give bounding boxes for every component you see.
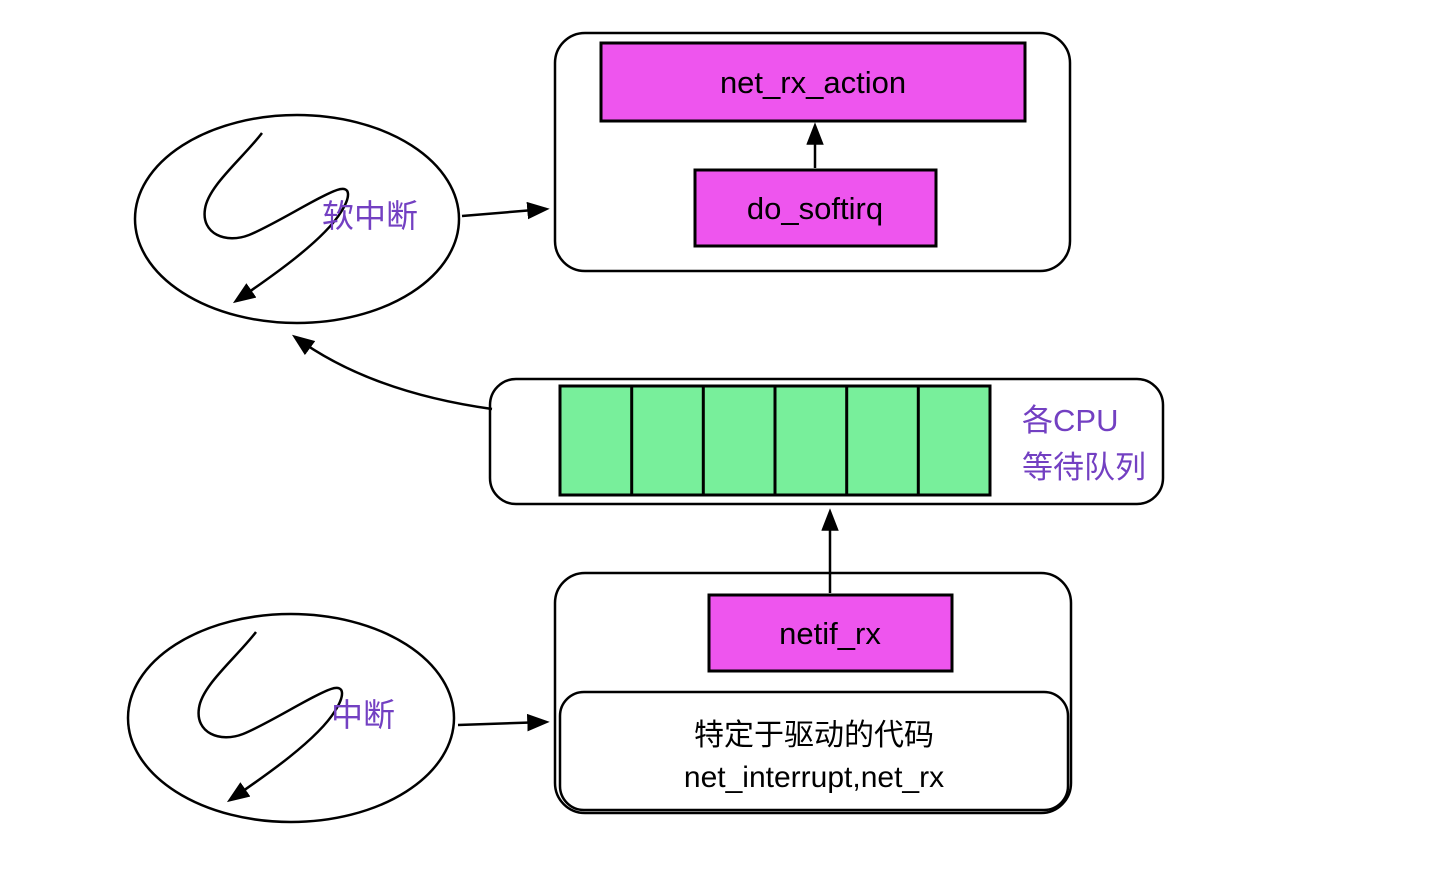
arrow-queue-to-softirq	[291, 334, 493, 411]
softirq-ellipse	[133, 113, 461, 325]
interrupt-ellipse	[126, 612, 456, 824]
arrow-interrupt-to-container	[457, 713, 550, 732]
interrupt-ellipse-label: 中断	[331, 697, 395, 733]
driver-code-line1: 特定于驱动的代码	[694, 719, 934, 752]
do-softirq-label: do_softirq	[747, 191, 883, 226]
driver-code-box	[558, 690, 1070, 812]
cpu-queue-label-line1: 各CPU	[1022, 403, 1118, 438]
netif-rx-label: netif_rx	[779, 616, 881, 651]
softirq-ellipse-label: 软中断	[322, 198, 418, 234]
arrow-softirq-to-container	[461, 201, 550, 220]
driver-code-line2: net_interrupt,net_rx	[684, 761, 944, 794]
cpu-queue-section: 各CPU 等待队列	[291, 334, 1165, 506]
net-rx-action-label: net_rx_action	[720, 65, 906, 100]
interrupt-section: 中断 netif_rx 特定于驱动的代码 net_interrupt,net_r…	[126, 508, 1073, 824]
cpu-queue-label-line2: 等待队列	[1022, 450, 1146, 485]
netif-rx-box	[707, 593, 954, 673]
do-softirq-box	[693, 168, 938, 248]
softirq-section: 软中断 net_rx_action do_softirq	[133, 31, 1072, 325]
net-rx-action-box	[599, 41, 1027, 123]
